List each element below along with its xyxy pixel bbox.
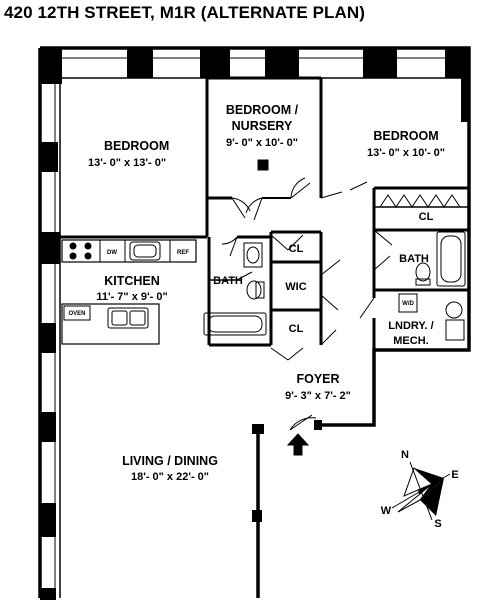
wic-label: WIC <box>285 281 306 293</box>
dishwasher-label: DW <box>107 250 117 256</box>
interior-walls <box>60 76 469 598</box>
bath-right-label: BATH <box>399 253 429 265</box>
bedroom-right-label: BEDROOM <box>373 129 438 143</box>
compass-east: E <box>451 469 458 481</box>
compass-icon: N S E W <box>381 449 459 530</box>
compass-north: N <box>401 449 409 461</box>
nursery-label-line1: BEDROOM / <box>226 103 299 117</box>
washer-dryer-label: W/D <box>402 301 414 307</box>
foyer-label: FOYER <box>296 372 339 386</box>
living-dims: 18'- 0" x 22'- 0" <box>131 471 209 483</box>
foyer-dims: 9'- 3" x 7'- 2" <box>285 390 351 402</box>
nursery-dims: 9'- 0" x 10'- 0" <box>226 137 298 149</box>
laundry-label-line2: MECH. <box>393 335 428 347</box>
compass-west: W <box>381 505 392 517</box>
closet-bottom-label: CL <box>289 323 304 335</box>
bedroom-right-dims: 13'- 0" x 10'- 0" <box>367 147 445 159</box>
bath-center-label: BATH <box>213 275 243 287</box>
kitchen-label: KITCHEN <box>104 274 160 288</box>
closet-right-label: CL <box>419 211 434 223</box>
kitchen-dims: 11'- 7" x 9'- 0" <box>96 291 167 303</box>
doors <box>221 177 461 431</box>
closet-top-label: CL <box>289 243 304 255</box>
compass-south: S <box>434 518 441 530</box>
refrigerator-label: REF <box>177 250 189 256</box>
fixtures <box>63 159 466 456</box>
living-label: LIVING / DINING <box>122 454 218 468</box>
exterior-walls <box>38 46 471 600</box>
nursery-label-line2: NURSERY <box>232 119 293 133</box>
oven-label: OVEN <box>68 311 85 317</box>
bedroom-left-dims: 13'- 0" x 13'- 0" <box>88 157 166 169</box>
plan-title: 420 12TH STREET, M1R (ALTERNATE PLAN) <box>4 3 366 22</box>
bedroom-left-label: BEDROOM <box>104 139 169 153</box>
laundry-label-line1: LNDRY. / <box>388 320 433 332</box>
